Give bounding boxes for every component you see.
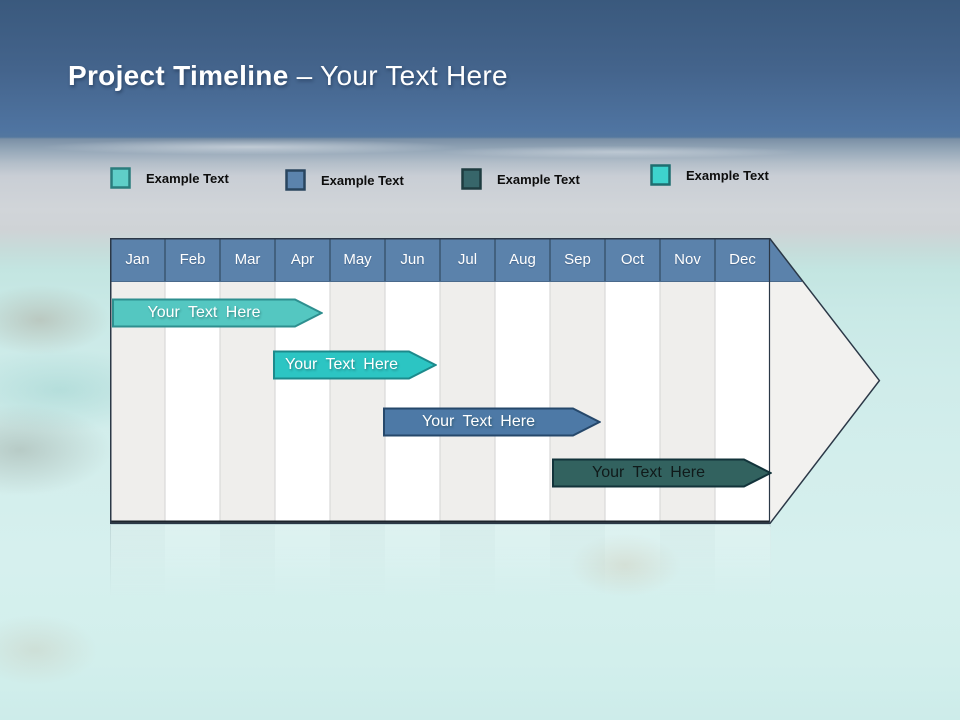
- month-cell-jun: Jun: [400, 251, 425, 268]
- timeline-table: Jan Feb Mar Apr May Jun Jul Aug Sep Oct …: [110, 238, 882, 525]
- legend-swatch-2: [285, 169, 306, 191]
- legend-label: Example Text: [497, 171, 580, 187]
- legend-item-3[interactable]: Example Text: [461, 168, 580, 190]
- column-separators: [164, 281, 716, 522]
- bar-arrow-shape: [383, 407, 601, 437]
- legend-item-1[interactable]: Example Text: [110, 167, 229, 189]
- timeline-bar-1[interactable]: Your Text Here: [112, 298, 323, 328]
- month-cell-jan: Jan: [125, 251, 150, 268]
- legend-swatch-icon: [285, 169, 306, 191]
- month-cell-may: May: [343, 251, 372, 268]
- month-cell-sep: Sep: [564, 251, 591, 268]
- month-cell-feb: Feb: [179, 251, 206, 268]
- month-cell-dec: Dec: [729, 251, 756, 268]
- month-header-row: Jan Feb Mar Apr May Jun Jul Aug Sep Oct …: [110, 238, 770, 281]
- bar-arrow-shape: [552, 458, 772, 488]
- bar-polygon: [273, 350, 437, 380]
- page-title[interactable]: Project Timeline– Your Text Here: [68, 60, 508, 92]
- legend-label: Example Text: [321, 172, 404, 188]
- legend-item-4[interactable]: Example Text: [650, 164, 769, 186]
- bar-polygon: [112, 298, 323, 328]
- title-suffix: – Your Text Here: [296, 60, 508, 91]
- legend-swatch-icon: [650, 164, 671, 186]
- month-cell-jul: Jul: [457, 251, 478, 268]
- timeline-frame-svg: [110, 238, 881, 525]
- legend-swatch-icon: [461, 168, 482, 190]
- bar-label: Your Text Here: [592, 464, 705, 481]
- reflection-lines: [110, 525, 771, 595]
- header-separators: [164, 238, 716, 281]
- bar-label: Your Text Here: [422, 413, 535, 430]
- arrowhead-shape: [770, 239, 880, 523]
- bar-polygon: [552, 458, 772, 488]
- legend-swatch-4: [650, 164, 671, 186]
- timeline-bar-4[interactable]: Your Text Here: [552, 458, 772, 488]
- month-cell-apr: Apr: [290, 251, 315, 268]
- month-cell-aug: Aug: [509, 251, 536, 268]
- legend-swatch-icon: [110, 167, 131, 189]
- arrow-outline: [110, 238, 881, 525]
- timeline-bar-3[interactable]: Your Text Here: [383, 407, 601, 437]
- bar-arrow-shape: [273, 350, 437, 380]
- legend-swatch-1: [110, 167, 131, 189]
- bar-label: Your Text Here: [147, 304, 261, 321]
- title-main: Project Timeline: [68, 60, 289, 91]
- month-cell-mar: Mar: [234, 251, 261, 268]
- month-cell-oct: Oct: [620, 251, 645, 268]
- legend-label: Example Text: [686, 167, 769, 183]
- timeline-bar-2[interactable]: Your Text Here: [273, 350, 437, 380]
- month-cell-nov: Nov: [674, 251, 701, 268]
- bar-arrow-shape: [112, 298, 323, 328]
- legend-item-2[interactable]: Example Text: [285, 169, 404, 191]
- reflection-arrow-edge: [769, 525, 771, 528]
- legend-label: Example Text: [146, 170, 229, 186]
- bar-label: Your Text Here: [285, 356, 398, 373]
- timeline-reflection: [110, 525, 771, 603]
- legend-swatch-3: [461, 168, 482, 190]
- bar-polygon: [383, 407, 601, 437]
